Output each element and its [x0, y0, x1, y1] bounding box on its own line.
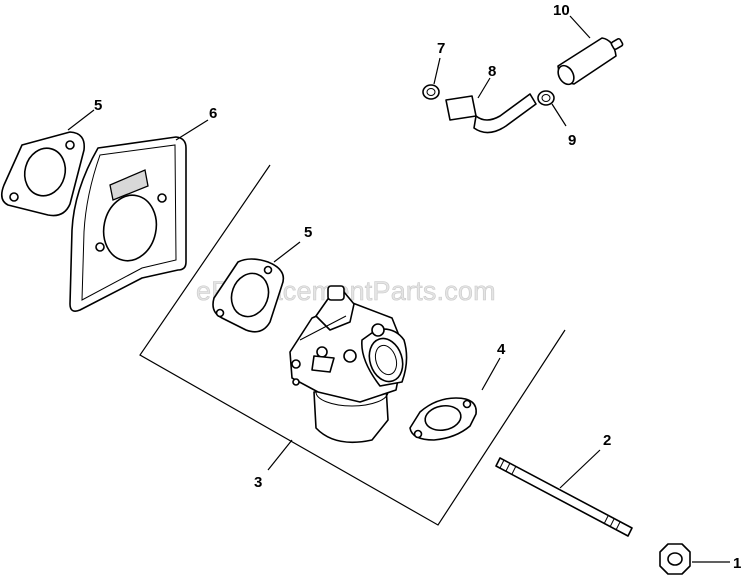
callout-label-9: 9: [568, 132, 576, 149]
callout-label-5-left: 5: [94, 97, 102, 114]
clamp-part-9[interactable]: [537, 90, 567, 127]
nut-part-1[interactable]: [659, 543, 730, 575]
fuel-line-part-8[interactable]: [445, 77, 537, 134]
gasket-part-5-inner[interactable]: [212, 241, 301, 333]
gasket-part-5-left[interactable]: [0, 109, 95, 217]
callout-label-6: 6: [209, 105, 217, 122]
callout-label-7: 7: [437, 40, 445, 57]
base-plate-part-6[interactable]: [69, 119, 209, 312]
leader-3: [267, 439, 293, 471]
callout-label-4: 4: [497, 341, 506, 358]
clamp-part-7[interactable]: [422, 57, 441, 100]
callout-label-1: 1: [733, 555, 741, 572]
callout-label-10: 10: [553, 2, 570, 19]
carburetor[interactable]: [289, 285, 408, 444]
fuel-filter-part-10[interactable]: [555, 15, 624, 87]
carburetor-assembly-bracket: [139, 164, 566, 526]
callout-label-5-inner: 5: [304, 224, 312, 241]
callout-label-8: 8: [488, 63, 496, 80]
callout-label-3: 3: [254, 474, 262, 491]
callout-label-2: 2: [603, 432, 611, 449]
stud-part-2[interactable]: [495, 449, 633, 537]
gasket-part-4[interactable]: [409, 357, 501, 441]
